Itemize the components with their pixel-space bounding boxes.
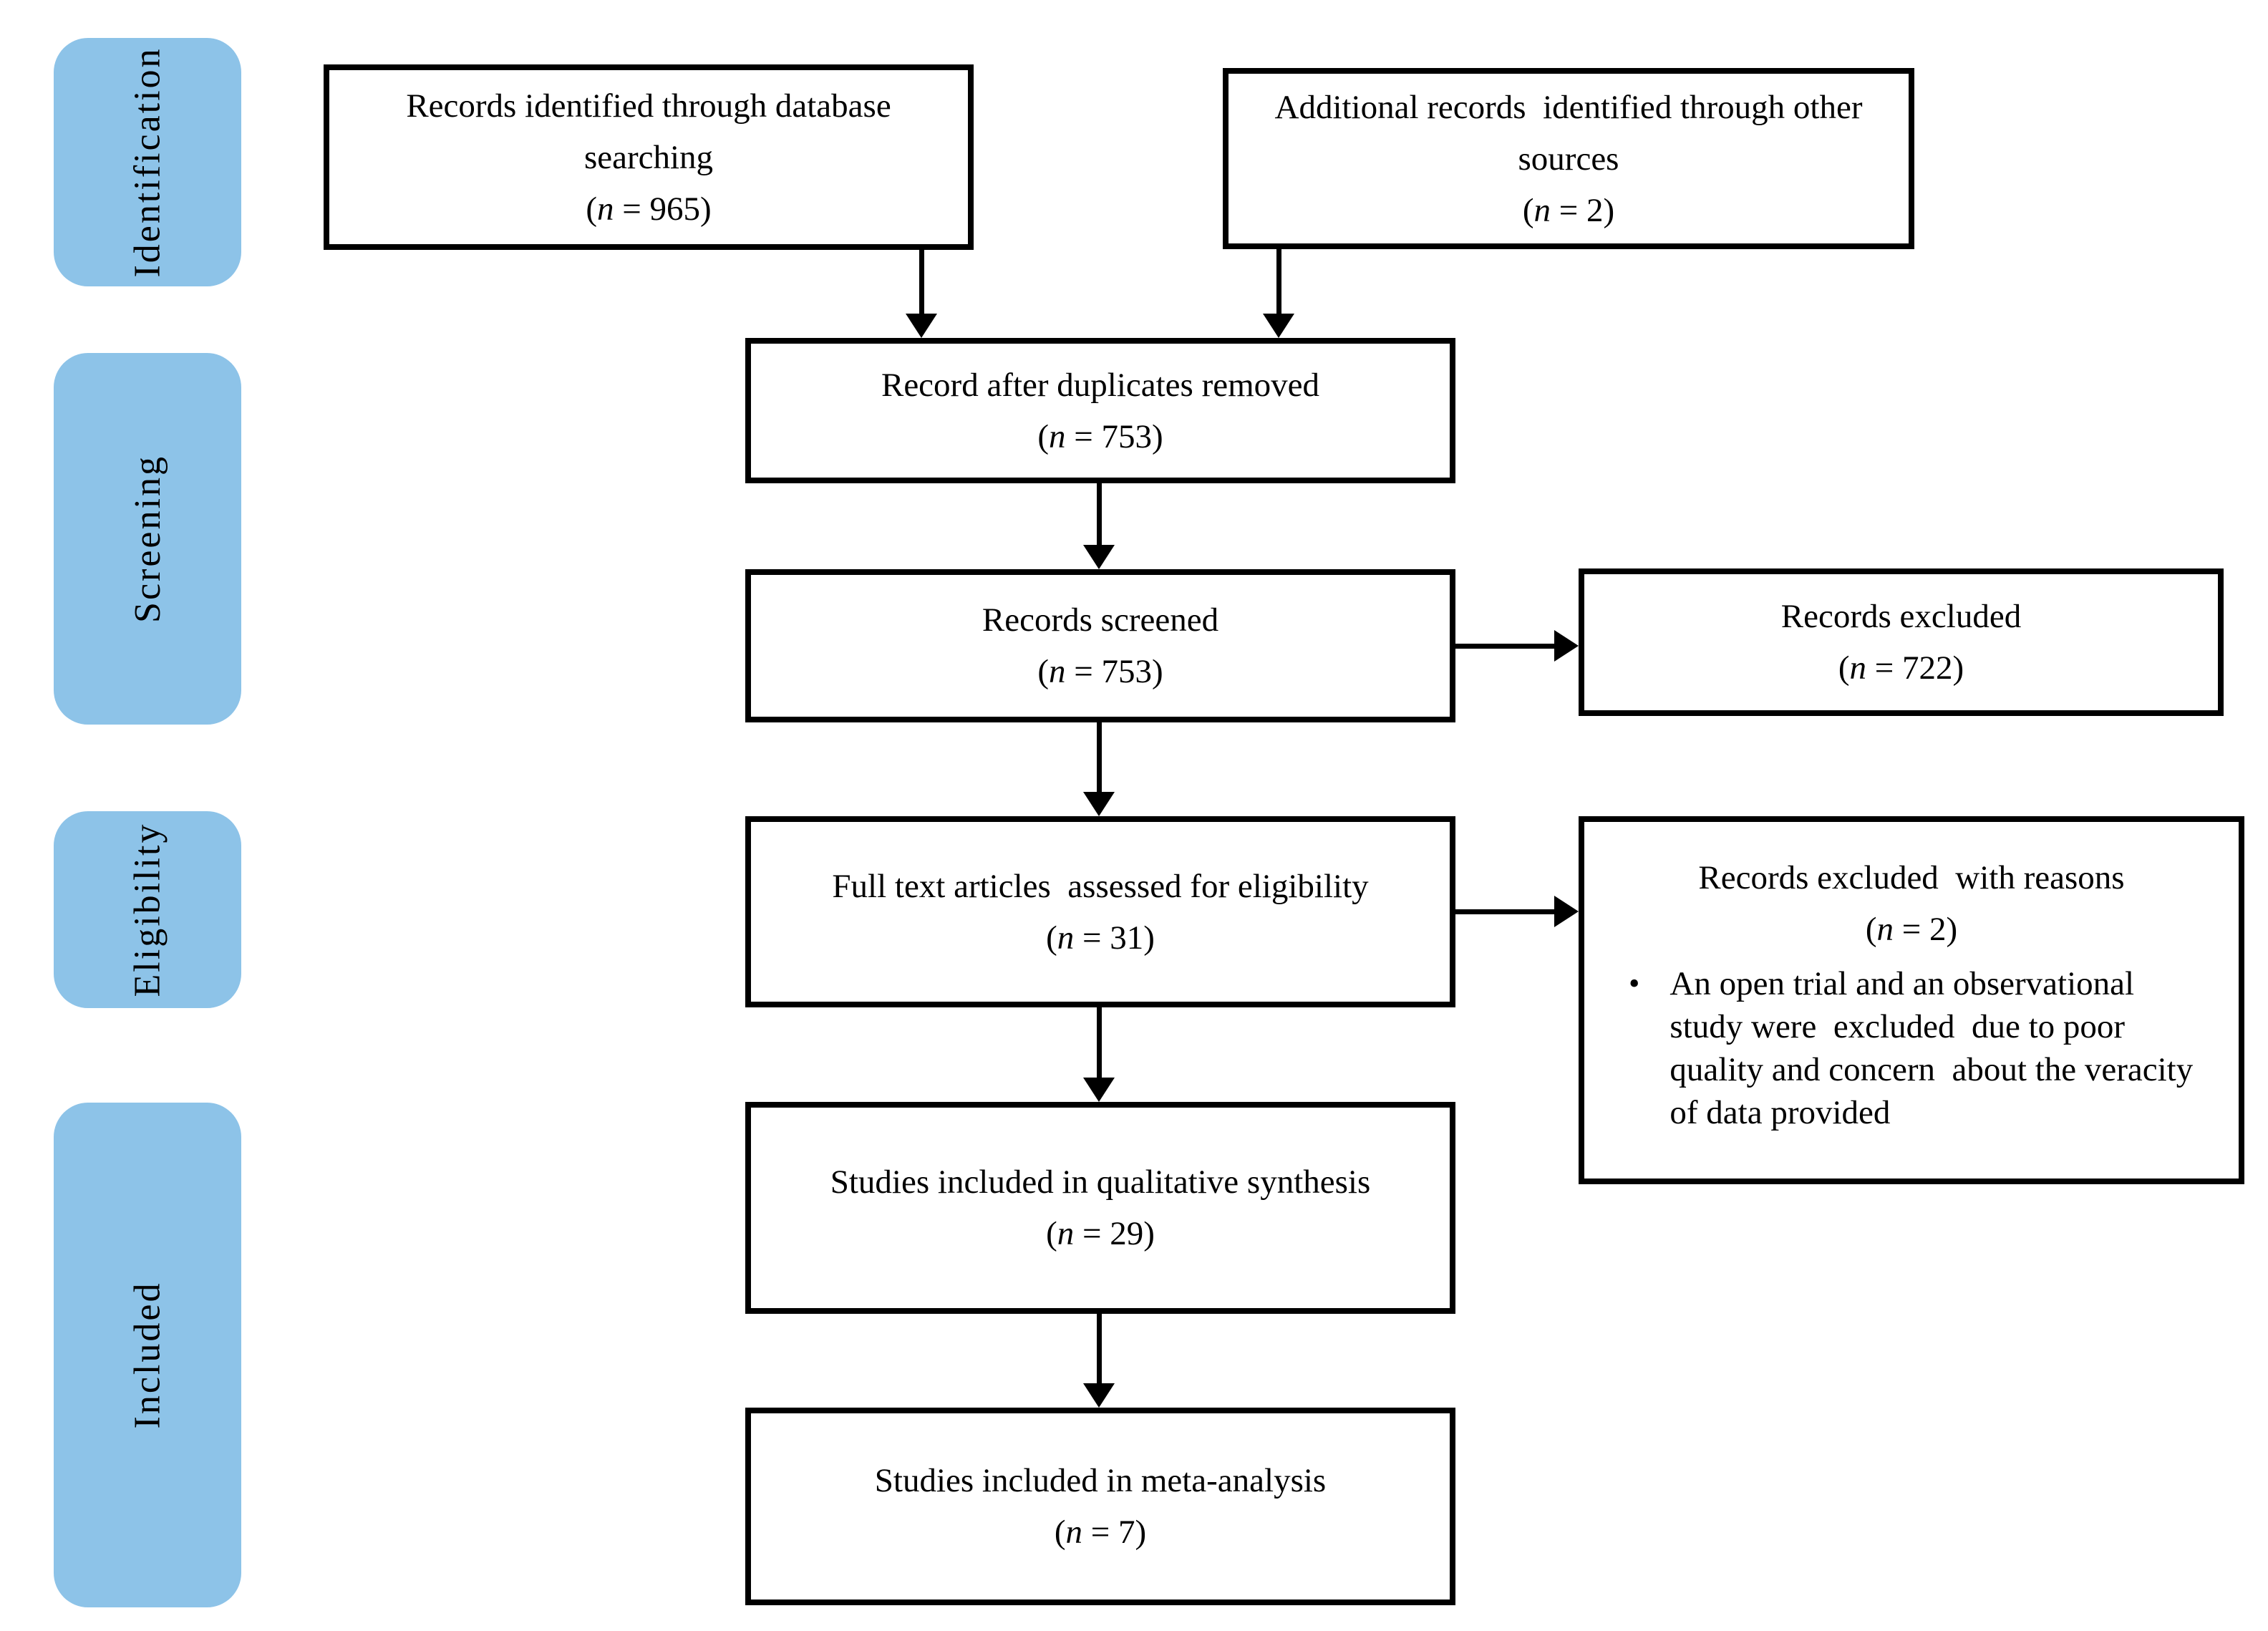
box-duplicates-removed-count: (n = 753) — [1037, 411, 1163, 463]
arrow-identified-to-dedup-line — [919, 250, 924, 318]
stage-screening-label: Screening — [127, 455, 168, 623]
arrow-screened-to-excluded-line — [1455, 644, 1559, 649]
box-excluded-with-reasons-title: Records excluded with reasons — [1698, 859, 2125, 896]
stage-included: Included — [54, 1103, 241, 1607]
arrow-additional-to-dedup-line — [1276, 249, 1281, 318]
box-fulltext-assessed-count: (n = 31) — [1046, 912, 1155, 964]
count-open-paren: ( — [1054, 1514, 1066, 1551]
count-open-paren: ( — [1037, 653, 1049, 690]
box-records-screened-count: (n = 753) — [1037, 646, 1163, 697]
count-n: n — [1876, 911, 1894, 948]
arrow-fulltext-to-qualitative-line — [1097, 1007, 1102, 1082]
box-fulltext-assessed-title: Full text articles assessed for eligibil… — [832, 867, 1369, 905]
box-records-excluded: Records excluded (n = 722) — [1579, 568, 2224, 716]
count-open-paren: ( — [1046, 919, 1057, 957]
count-open-paren: ( — [1522, 191, 1534, 229]
box-records-identified-title: Records identified through database sear… — [406, 87, 891, 176]
count-open-paren: ( — [1838, 649, 1850, 687]
box-records-screened-title: Records screened — [982, 601, 1219, 639]
box-records-identified: Records identified through database sear… — [324, 64, 974, 250]
arrow-dedup-to-screened-line — [1097, 483, 1102, 549]
box-meta-analysis-title: Studies included in meta-analysis — [874, 1462, 1327, 1499]
count-n: n — [1048, 417, 1066, 455]
box-qualitative-synthesis: Studies included in qualitative synthesi… — [745, 1102, 1455, 1314]
box-records-screened: Records screened (n = 753) — [745, 569, 1455, 722]
box-records-identified-count: (n = 965) — [586, 183, 711, 235]
stage-identification: Identification — [54, 38, 241, 286]
count-value: = 722) — [1866, 649, 1964, 687]
arrow-additional-to-dedup-head-icon — [1263, 314, 1294, 338]
arrow-fulltext-to-reasons-head-icon — [1554, 896, 1579, 927]
arrow-identified-to-dedup-head-icon — [906, 314, 937, 338]
arrow-fulltext-to-qualitative-head-icon — [1083, 1078, 1115, 1102]
arrow-fulltext-to-reasons-line — [1455, 909, 1559, 914]
count-n: n — [1048, 653, 1066, 690]
box-records-excluded-title: Records excluded — [1780, 598, 2022, 635]
box-excluded-with-reasons: Records excluded with reasons (n = 2) • … — [1579, 816, 2244, 1184]
count-value: = 2) — [1893, 911, 1958, 948]
box-qualitative-synthesis-count: (n = 29) — [1046, 1208, 1155, 1259]
arrow-screened-to-excluded-head-icon — [1554, 630, 1579, 662]
arrow-qualitative-to-meta-head-icon — [1083, 1383, 1115, 1408]
count-value: = 965) — [614, 190, 712, 228]
box-duplicates-removed: Record after duplicates removed (n = 753… — [745, 338, 1455, 483]
count-open-paren: ( — [1037, 417, 1049, 455]
arrow-screened-to-fulltext-line — [1097, 722, 1102, 796]
arrow-dedup-to-screened-head-icon — [1083, 545, 1115, 569]
count-open-paren: ( — [1865, 911, 1877, 948]
stage-eligibility: Eligibility — [54, 811, 241, 1008]
bullet-icon: • — [1629, 966, 1640, 1001]
exclusion-reason-item: • An open trial and an observational stu… — [1584, 955, 2239, 1134]
count-n: n — [1849, 649, 1866, 687]
arrow-qualitative-to-meta-line — [1097, 1314, 1102, 1388]
count-n: n — [596, 190, 614, 228]
count-value: = 31) — [1074, 919, 1155, 957]
exclusion-reason-text: An open trial and an observational study… — [1670, 965, 2194, 1131]
count-n: n — [1533, 191, 1551, 229]
box-records-excluded-count: (n = 722) — [1838, 642, 1964, 694]
box-meta-analysis: Studies included in meta-analysis (n = 7… — [745, 1408, 1455, 1605]
stage-identification-label: Identification — [127, 47, 168, 278]
count-value: = 753) — [1065, 417, 1163, 455]
count-n: n — [1065, 1514, 1082, 1551]
box-duplicates-removed-title: Record after duplicates removed — [881, 366, 1320, 404]
box-excluded-with-reasons-count: (n = 2) — [1866, 904, 1957, 955]
stage-screening: Screening — [54, 353, 241, 725]
count-open-paren: ( — [1046, 1215, 1057, 1252]
count-n: n — [1057, 1215, 1075, 1252]
box-fulltext-assessed: Full text articles assessed for eligibil… — [745, 816, 1455, 1007]
box-additional-records-count: (n = 2) — [1523, 185, 1614, 236]
box-additional-records-title: Additional records identified through ot… — [1274, 88, 1863, 178]
count-open-paren: ( — [586, 190, 597, 228]
count-value: = 753) — [1065, 653, 1163, 690]
count-n: n — [1057, 919, 1075, 957]
count-value: = 7) — [1082, 1514, 1147, 1551]
stage-eligibility-label: Eligibility — [127, 822, 168, 997]
box-qualitative-synthesis-title: Studies included in qualitative synthesi… — [830, 1163, 1371, 1201]
arrow-screened-to-fulltext-head-icon — [1083, 792, 1115, 816]
stage-included-label: Included — [127, 1281, 168, 1429]
box-additional-records: Additional records identified through ot… — [1223, 68, 1914, 249]
count-value: = 2) — [1550, 191, 1615, 229]
count-value: = 29) — [1074, 1215, 1155, 1252]
box-meta-analysis-count: (n = 7) — [1055, 1506, 1146, 1558]
